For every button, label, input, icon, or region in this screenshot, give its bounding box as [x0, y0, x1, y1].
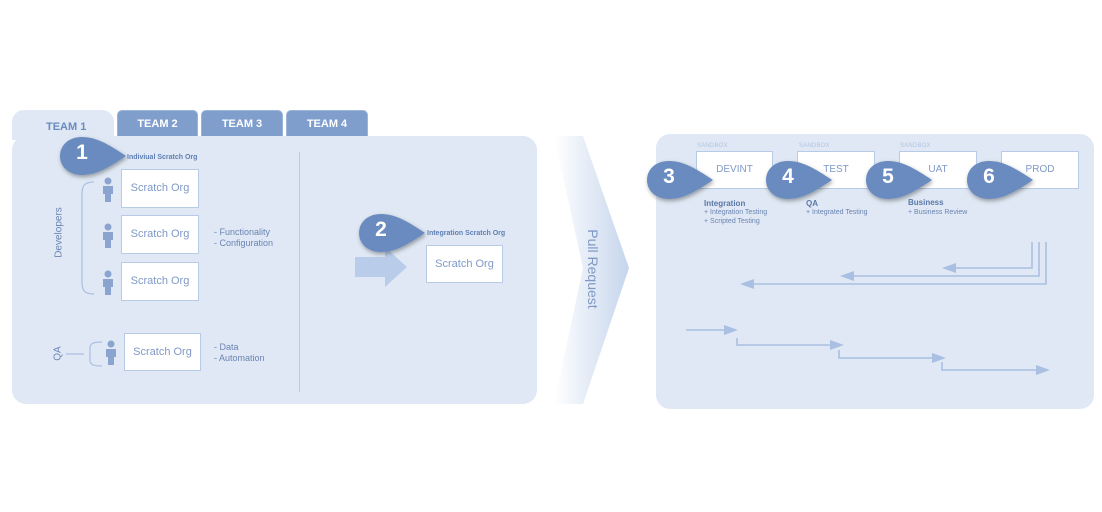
- qa-label: QA: [52, 346, 64, 361]
- sandbox-tag: SANDBOX: [799, 143, 830, 149]
- qa-bracket: [66, 341, 103, 367]
- back-flow-arrow: [948, 242, 1033, 269]
- person-icon: [106, 340, 116, 365]
- sandbox-tag: SANDBOX: [900, 143, 931, 149]
- step-marker-4: [766, 161, 832, 199]
- developers-label: Developers: [53, 207, 65, 258]
- forward-flow-arrow: [736, 338, 839, 346]
- dev-note-functionality: - Functionality: [214, 227, 271, 237]
- back-flow-arrow: [846, 242, 1040, 277]
- qa-note-automation: - Automation: [214, 353, 265, 363]
- env-item: + Business Review: [908, 209, 968, 216]
- person-icon: [103, 223, 113, 248]
- step-marker-6: [967, 161, 1033, 199]
- step-number-6: 6: [983, 165, 995, 188]
- step-marker-5: [866, 161, 932, 199]
- tab-team-3[interactable]: TEAM 3: [201, 110, 283, 136]
- scratch-org-box[interactable]: Scratch Org: [124, 333, 201, 371]
- step-marker-3: [647, 161, 713, 199]
- step-number-3: 3: [663, 165, 675, 188]
- step-number-1: 1: [76, 141, 88, 164]
- step-marker-2: [359, 214, 425, 252]
- sandbox-tag: SANDBOX: [697, 143, 728, 149]
- back-flow-arrow: [746, 242, 1047, 285]
- env-heading-integration: Integration: [704, 199, 746, 208]
- env-item: + Scripted Testing: [704, 218, 760, 225]
- developers-bracket: [81, 181, 95, 295]
- env-heading-qa: QA: [806, 199, 818, 208]
- tab-team-1[interactable]: TEAM 1: [12, 110, 114, 140]
- forward-flow-arrow: [941, 362, 1046, 371]
- step-number-4: 4: [782, 165, 794, 188]
- pull-request-chevron: [554, 136, 629, 404]
- integration-scratch-org-box[interactable]: Scratch Org: [426, 245, 503, 283]
- merge-arrow: [355, 247, 407, 287]
- forward-flow-arrow: [838, 350, 942, 359]
- scratch-org-box[interactable]: Scratch Org: [121, 215, 199, 254]
- step-number-5: 5: [882, 165, 894, 188]
- env-item: + Integration Testing: [704, 209, 768, 216]
- integration-scratch-org-label: Integration Scratch Org: [427, 230, 506, 237]
- person-icon: [103, 177, 113, 202]
- qa-note-data: - Data: [214, 342, 239, 352]
- dev-note-configuration: - Configuration: [214, 238, 274, 248]
- step-marker-1: [60, 137, 126, 175]
- step-number-2: 2: [375, 218, 387, 241]
- flow-arrows: [686, 242, 1050, 375]
- tab-team-2[interactable]: TEAM 2: [117, 110, 198, 136]
- scratch-org-box[interactable]: Scratch Org: [121, 169, 199, 208]
- panel-divider: [299, 152, 300, 392]
- pull-request-label: Pull Request: [585, 229, 601, 309]
- tab-team-4[interactable]: TEAM 4: [286, 110, 368, 136]
- individual-scratch-org-label: Indiviual Scratch Org: [127, 154, 198, 161]
- env-item: + Integrated Testing: [806, 209, 868, 216]
- person-icon: [103, 270, 113, 295]
- scratch-org-box[interactable]: Scratch Org: [121, 262, 199, 301]
- env-heading-business: Business: [908, 198, 944, 207]
